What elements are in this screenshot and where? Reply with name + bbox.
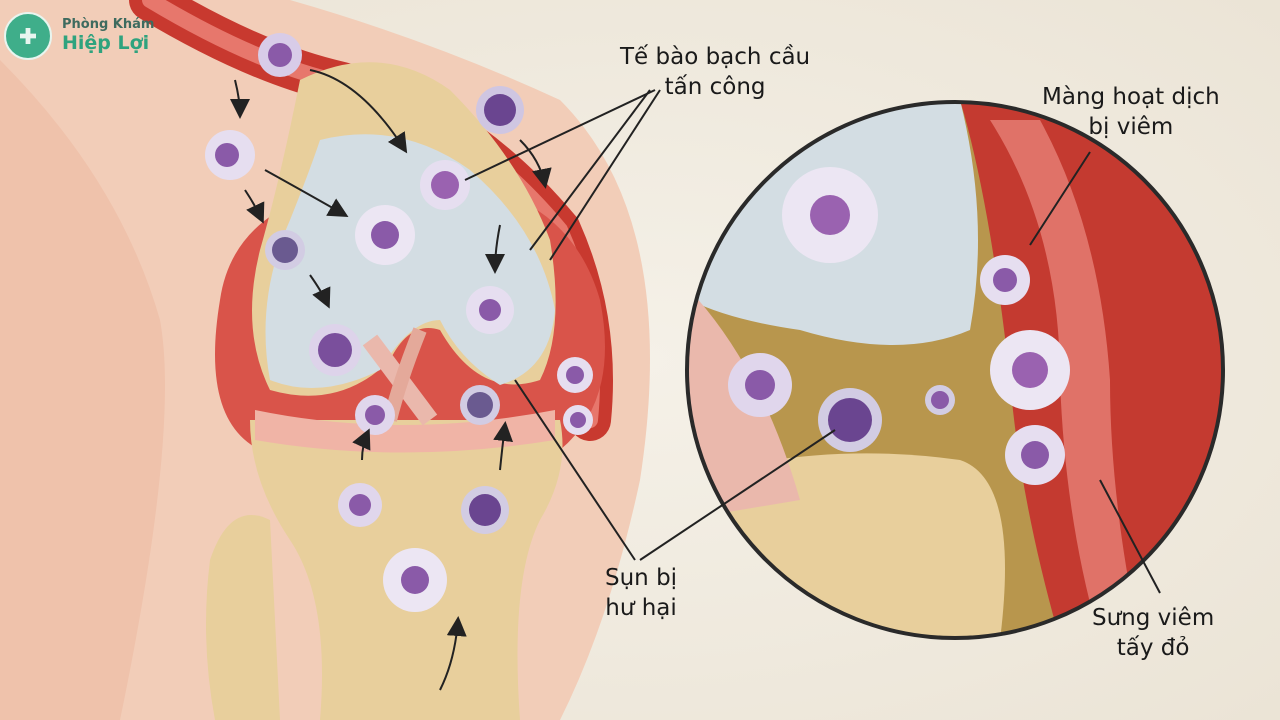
zoom-inset (687, 102, 1223, 638)
label-swelling: Sưng viêm tấy đỏ (1092, 605, 1215, 661)
meniscus (255, 410, 555, 453)
clinic-logo: Phòng Khám Hiệp Lợi (4, 12, 154, 60)
logo-line2: Hiệp Lợi (62, 31, 150, 54)
fibula (206, 515, 280, 720)
label-synovium: Màng hoạt dịch bị viêm (1042, 84, 1220, 140)
clinic-logo-icon (4, 12, 52, 60)
label-white-blood-cells: Tế bào bạch cầu tấn công (620, 44, 811, 100)
logo-line1: Phòng Khám (62, 16, 155, 32)
white-blood-cells-left (205, 33, 593, 612)
label-cartilage: Sụn bị hư hại (605, 565, 678, 621)
